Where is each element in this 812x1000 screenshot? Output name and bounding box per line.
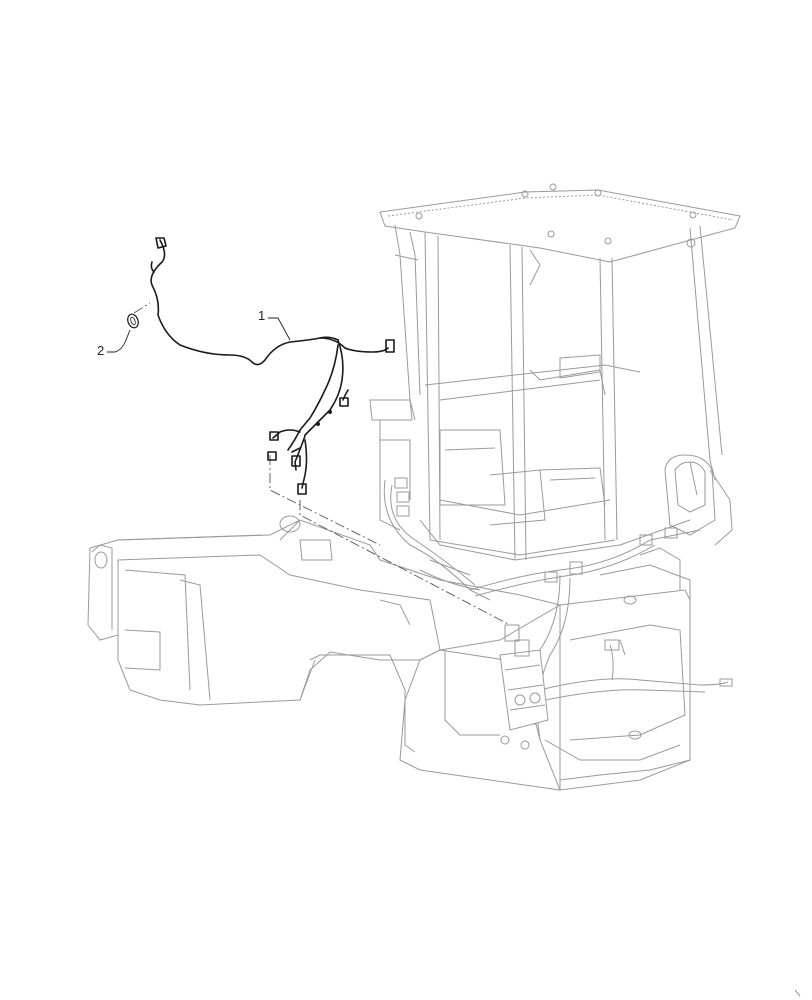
- machine-frame: [87, 515, 691, 791]
- assembly-phantom-lines: [133, 302, 511, 626]
- operator-cab: [369, 183, 741, 561]
- callout-1: 1: [258, 308, 291, 341]
- callout-2: 2: [97, 329, 131, 358]
- wire-harness-part-1: [150, 237, 395, 495]
- clip-part-2: [127, 313, 139, 329]
- corner-mark: [794, 989, 801, 997]
- callout-label-1: 1: [258, 308, 265, 323]
- callout-label-2: 2: [97, 343, 104, 358]
- existing-hoses: [383, 477, 733, 750]
